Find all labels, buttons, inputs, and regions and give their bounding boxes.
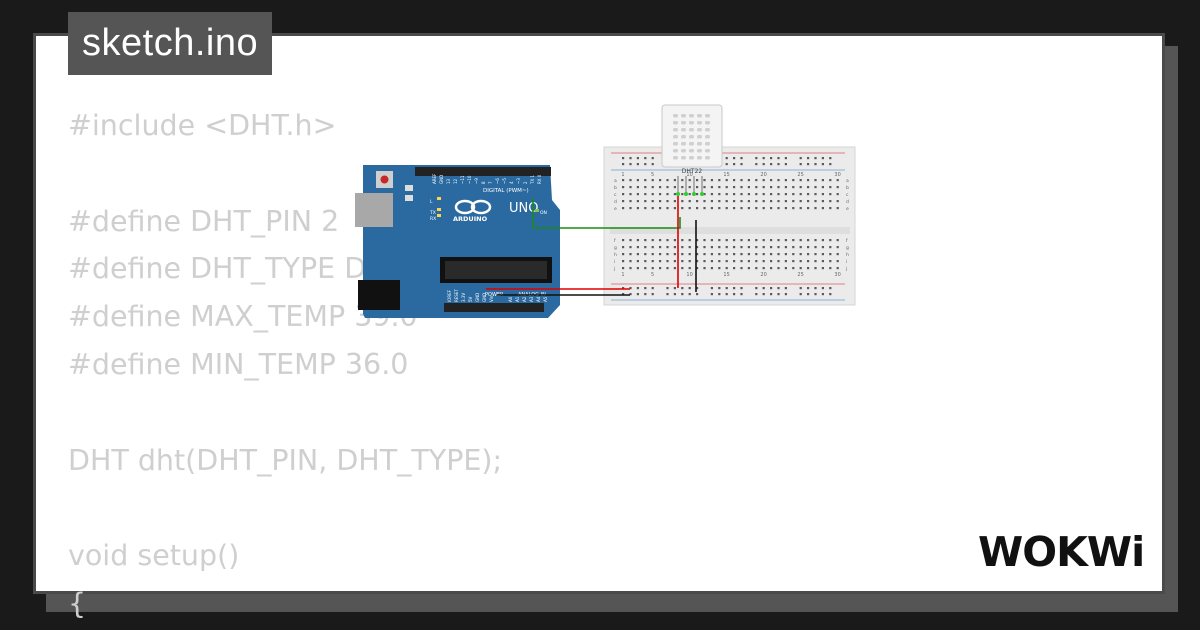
analog-pin-label: A1 (515, 296, 520, 302)
digital-pin-label: ~3 (516, 178, 521, 184)
code-line (68, 484, 502, 532)
breadboard-row-letter: g (846, 246, 849, 251)
code-line: #define MIN_TEMP 36.0 (68, 347, 409, 381)
breadboard-column-number: 5 (651, 272, 654, 278)
breadboard-row-letter: h (846, 252, 849, 258)
svg-text:L: L (430, 199, 433, 205)
breadboard-row-letter: b (846, 185, 849, 191)
breadboard-column-number: 5 (651, 172, 654, 178)
breadboard-row-letter: d (614, 199, 617, 205)
code-preview: #include <DHT.h> #define DHT_PIN 2 #defin… (68, 102, 502, 628)
breadboard-row-letter: c (614, 193, 617, 198)
sensor-label: DHT22 (682, 168, 703, 175)
breadboard-row-letter: f (846, 238, 848, 244)
power-pin-label: GND (482, 293, 487, 302)
arduino-uno: DIGITAL (PWM~) UNO ARDUINO L TX RX ON PO… (355, 165, 560, 318)
breadboard-column-number: 20 (760, 172, 766, 178)
reset-button (380, 175, 389, 184)
digital-label: DIGITAL (PWM~) (483, 188, 529, 194)
analog-pin-label: A3 (529, 296, 534, 302)
breadboard-row-letter: h (614, 252, 617, 258)
power-pin-label: RESET (454, 289, 459, 302)
breadboard-column-number: 30 (834, 272, 840, 278)
code-line: #include <DHT.h> (68, 109, 337, 142)
infinity-logo-right (470, 199, 492, 215)
breadboard-column-number: 15 (723, 172, 729, 178)
digital-pin-label: ~10 (467, 175, 472, 184)
breadboard-row-letter: j (845, 266, 847, 272)
breadboard-column-number: 1 (621, 172, 624, 178)
digital-pin-label: ~9 (474, 178, 479, 184)
wire-signal (532, 198, 681, 229)
breadboard-row-letter: b (614, 185, 617, 191)
svg-text:ON: ON (540, 210, 547, 216)
code-line: { (68, 586, 87, 620)
analog-pin-label: A5 (543, 296, 548, 302)
breadboard-column-number: 30 (834, 172, 840, 178)
wokwi-logo: WOKWi (978, 528, 1145, 576)
code-line (68, 389, 502, 437)
digital-pin-label: ~11 (460, 175, 465, 184)
code-line: DHT dht(DHT_PIN, DHT_TYPE); (68, 443, 503, 477)
breadboard-row-letter: i (846, 259, 847, 265)
power-pin-label: 3.3V (461, 293, 466, 302)
breadboard-row-letter: j (613, 266, 615, 272)
digital-pin-label: 8 (481, 181, 486, 184)
gnd-pin-label: GND (439, 175, 444, 184)
digital-pin-label: ~6 (495, 178, 500, 184)
breadboard-row-letter: f (614, 238, 616, 244)
power-pin-label: GND (475, 293, 480, 302)
digital-pin-label: 13 (446, 178, 451, 184)
wires (486, 196, 697, 296)
dht22-sensor: DHT22 (661, 104, 723, 196)
analog-pin-label: A2 (522, 296, 527, 302)
preview-card (33, 33, 1165, 594)
breadboard-column-number: 10 (686, 172, 692, 178)
aref-pin-label: AREF (432, 173, 437, 184)
power-jack (358, 280, 400, 310)
wokwi-logo-text: WOKWi (978, 528, 1144, 576)
power-pin-label: IOREF (447, 289, 452, 302)
digital-pin-label: ~5 (502, 178, 507, 184)
breadboard-row-letter: a (614, 179, 617, 184)
breadboard-column-number: 15 (723, 272, 729, 278)
breadboard-row-letter: e (846, 207, 849, 212)
uno-label: UNO (509, 201, 538, 216)
code-line: #define DHT_PIN 2 (68, 204, 340, 238)
analog-pin-label: A0 (508, 296, 513, 302)
svg-text:POWER: POWER (485, 292, 504, 298)
code-line: void setup() (68, 539, 240, 573)
digital-pin-label: 2 (523, 181, 528, 184)
analog-pin-label: A4 (536, 296, 541, 302)
filename-tab: sketch.ino (68, 12, 273, 75)
breadboard-column-number: 1 (621, 272, 624, 278)
breadboard-column-number: 20 (760, 272, 766, 278)
digital-pin-label: 4 (509, 181, 514, 184)
breadboard-row-letter: i (614, 259, 615, 265)
breadboard-column-number: 25 (797, 272, 803, 278)
svg-text:TX: TX (429, 210, 436, 216)
digital-pin-label: 7 (488, 181, 493, 184)
breadboard-column-number: 10 (686, 272, 692, 278)
breadboard-row-letter: a (846, 179, 849, 184)
digital-pin-label: 12 (453, 178, 458, 184)
breadboard-column-number: 25 (797, 172, 803, 178)
breadboard-row-letter: d (846, 199, 849, 205)
digital-pin-label: RX 0 (537, 174, 542, 184)
breadboard-row-letter: c (846, 193, 849, 198)
breadboard-row-letter: e (614, 207, 617, 212)
usb-port (355, 193, 393, 227)
infinity-logo-left (454, 199, 476, 215)
power-pin-label: 5V (468, 296, 473, 302)
digital-pin-label: TX 1 (530, 175, 535, 185)
power-pin-label: Vin (489, 295, 494, 302)
arduino-label: ARDUINO (453, 215, 488, 223)
breadboard-row-letter: g (614, 246, 617, 251)
svg-text:RX: RX (430, 216, 436, 222)
